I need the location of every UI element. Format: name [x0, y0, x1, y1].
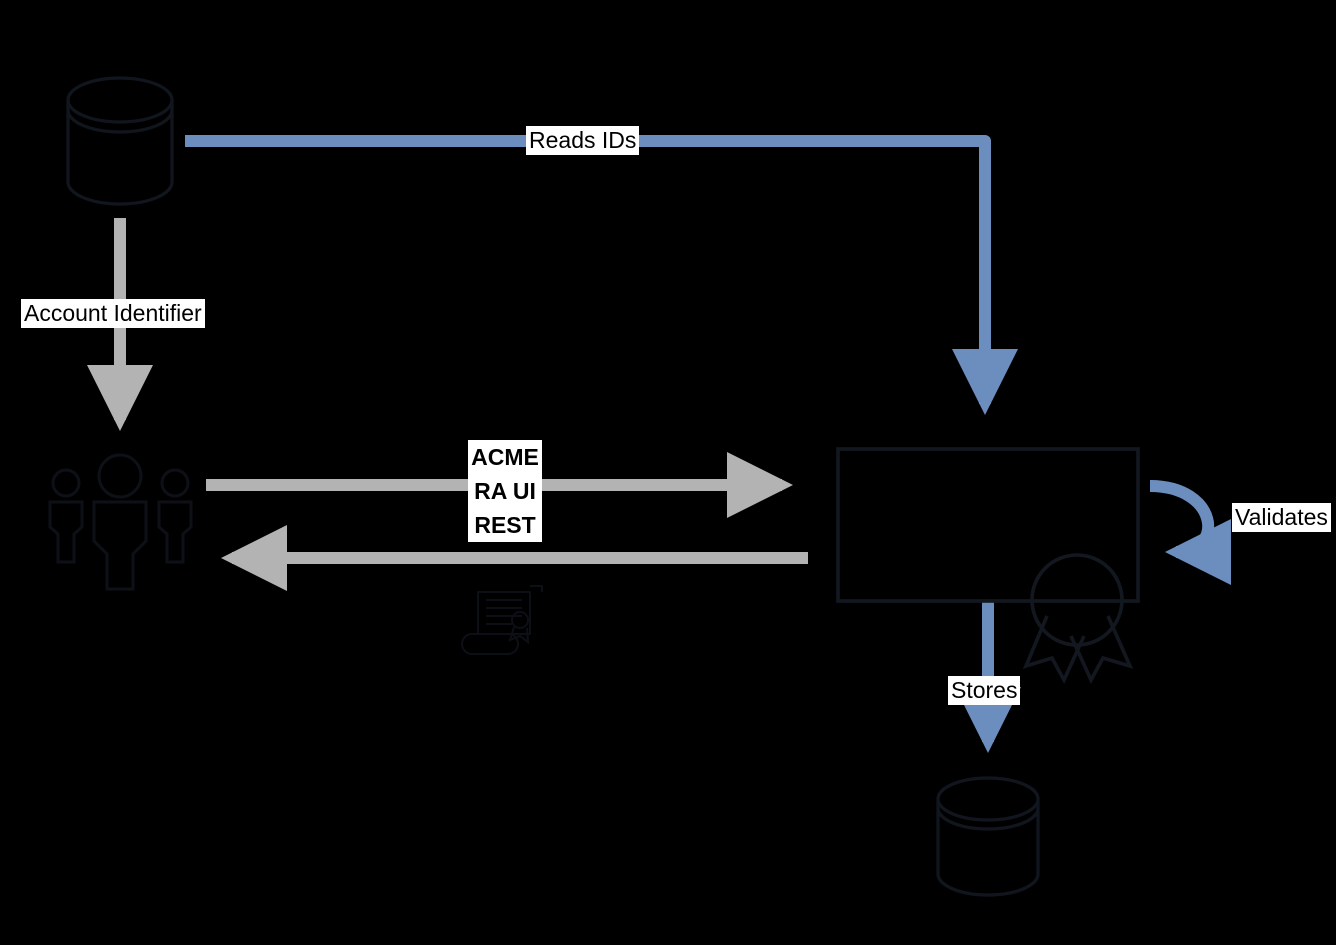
edge-label-stores: Stores: [948, 676, 1021, 705]
certificate-scroll-seal-icon: [511, 611, 529, 629]
edge-reads-ids-line: [185, 135, 1018, 415]
user-left-body-icon: [48, 500, 84, 564]
edge-label-validates: Validates: [1232, 503, 1331, 532]
node-certificate-document[interactable]: [836, 447, 1140, 685]
certificate-scroll-ribbon-icon: [508, 626, 530, 645]
target-cylinder-top: [936, 776, 1040, 822]
certificate-scroll-corner-icon: [530, 585, 543, 592]
node-source-database[interactable]: [66, 76, 174, 206]
user-right-body-icon: [157, 500, 193, 564]
certificate-box: [836, 447, 1140, 603]
edge-validates-loop: [1149, 480, 1232, 585]
user-right-head-icon: [160, 468, 190, 498]
cylinder-top: [66, 76, 174, 124]
node-certificate-small[interactable]: [461, 585, 543, 655]
cylinder-body: [66, 100, 174, 206]
award-ribbon-right-icon: [1069, 615, 1134, 685]
award-seal-icon: [1030, 553, 1124, 647]
edge-reads-ids: [185, 135, 1018, 415]
cylinder-top-inner: [66, 109, 174, 134]
user-left-head-icon: [51, 468, 81, 498]
certificate-scroll-lines-icon: [486, 599, 522, 625]
user-center-body-icon: [92, 500, 148, 591]
node-target-database[interactable]: [936, 776, 1040, 897]
certificate-scroll-page-icon: [477, 591, 531, 635]
award-ribbon-left-icon: [1022, 615, 1086, 685]
edge-validates: [1149, 480, 1232, 585]
certificate-scroll-roll-icon: [461, 633, 519, 655]
edge-label-reads-ids: Reads IDs: [526, 126, 640, 155]
edge-label-account-identifier: Account Identifier: [21, 299, 205, 328]
target-cylinder-top-inner: [936, 807, 1040, 831]
user-center-head-icon: [97, 453, 143, 499]
edge-label-acme-ra-ui-rest: ACME RA UI REST: [468, 440, 542, 542]
target-cylinder-body: [936, 799, 1040, 897]
node-users-group[interactable]: [48, 453, 193, 591]
